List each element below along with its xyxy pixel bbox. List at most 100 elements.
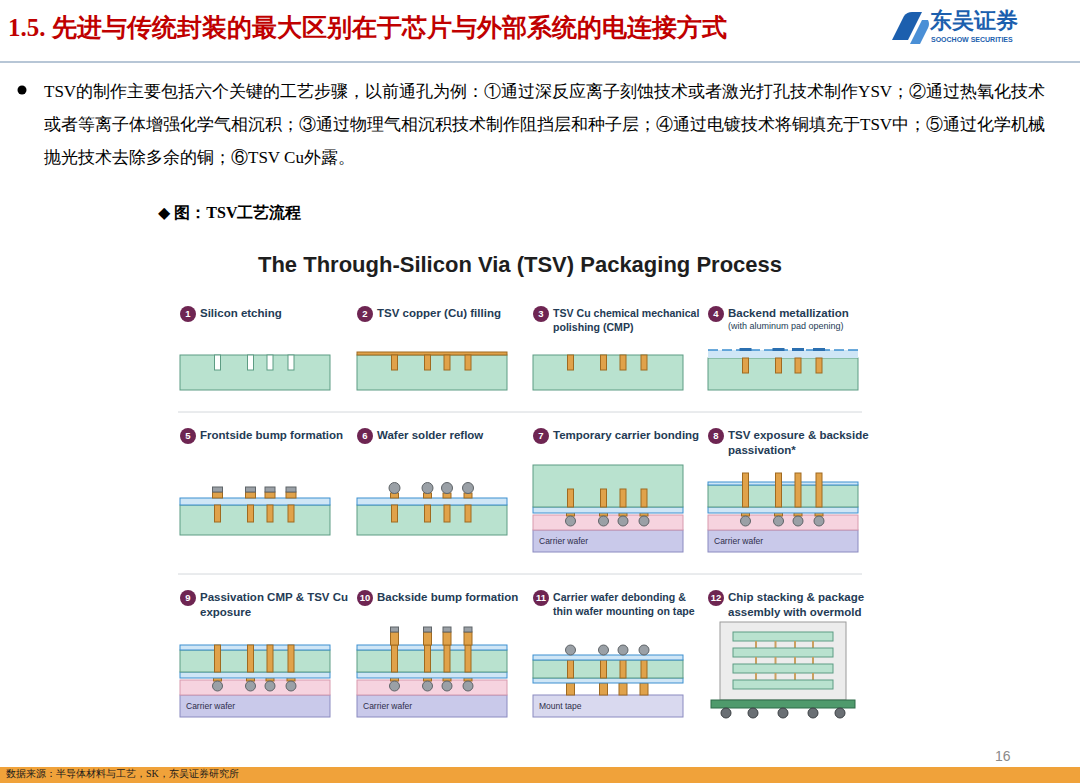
solder-ball	[639, 516, 649, 526]
backside-bump	[619, 683, 627, 695]
step-name: Passivation CMP & TSV Cu exposure	[200, 590, 352, 620]
tsv-via	[465, 355, 471, 370]
die-interconnect	[812, 641, 814, 648]
backside-bump	[640, 683, 648, 695]
logo-stroke	[910, 20, 929, 44]
tsv-via	[465, 505, 471, 522]
die-interconnect	[755, 641, 757, 648]
bullet-dot	[18, 86, 27, 95]
backend-metal-layer	[533, 655, 683, 660]
bump-pillar	[213, 492, 223, 498]
callout-number: 9	[180, 592, 196, 603]
backside-bump	[391, 632, 399, 645]
step-name: Wafer solder reflow	[377, 428, 529, 443]
step-name: Temporary carrier bonding	[553, 428, 705, 443]
solder-cap	[246, 487, 256, 492]
process-step-art	[533, 645, 683, 717]
solder-ball	[265, 681, 275, 691]
tsv-via	[641, 489, 647, 507]
tsv-via	[425, 645, 431, 672]
solder-ball	[639, 645, 649, 655]
tsv-via	[215, 645, 221, 672]
tsv-via	[743, 358, 749, 373]
callout-circle	[180, 590, 196, 606]
solder-cap	[213, 487, 223, 492]
callout-circle	[533, 428, 549, 444]
tsv-via	[620, 660, 626, 678]
tsv-via	[776, 358, 782, 373]
logo-icon	[892, 12, 929, 44]
logo-subtext: SOOCHOW SECURITIES	[931, 36, 1071, 44]
callout-circle	[708, 428, 724, 444]
die-interconnect	[755, 673, 757, 680]
header-rule	[0, 61, 1080, 63]
tsv-via	[288, 505, 294, 522]
process-step-art	[533, 465, 683, 552]
callout-number: 4	[708, 308, 724, 319]
slide-title: 1.5. 先进与传统封装的最大区别在于芯片与外部系统的电连接方式	[8, 13, 878, 43]
tsv-via	[288, 645, 294, 672]
solder-ball	[814, 516, 824, 526]
tsv-via	[215, 505, 221, 522]
die-interconnect	[794, 641, 796, 648]
tsv-via	[267, 355, 273, 370]
thinned-silicon	[180, 650, 330, 672]
die-interconnect	[812, 657, 814, 664]
solder-cap	[464, 627, 472, 632]
solder-ball	[442, 681, 452, 691]
step-name: Chip stacking & package assembly with ov…	[728, 590, 886, 620]
figure-heading: The Through-Silicon Via (TSV) Packaging …	[180, 252, 860, 278]
step-name: TSV exposure & backside passivation*	[728, 428, 886, 458]
row-separator	[178, 412, 862, 413]
stacked-die	[733, 664, 833, 673]
callout-number: 1	[180, 308, 196, 319]
process-step-art	[180, 487, 330, 535]
callout-number: 3	[533, 308, 549, 319]
callout-number: 10	[357, 592, 373, 603]
tsv-via	[444, 505, 450, 522]
step-name: TSV copper (Cu) filling	[377, 306, 529, 321]
tsv-illustrations	[180, 348, 858, 718]
solder-ball	[422, 483, 433, 494]
backend-metal-layer	[180, 498, 330, 505]
callout-number: 6	[357, 430, 373, 441]
callout-circle	[357, 590, 373, 606]
backend-metal-layer	[708, 350, 858, 358]
process-step-art	[708, 348, 858, 390]
solder-ball	[599, 516, 609, 526]
callout-circle	[533, 590, 549, 606]
step-name: Backend metallization	[728, 306, 886, 321]
process-step-art	[357, 352, 507, 390]
bonding-adhesive	[180, 680, 330, 695]
bullet-text: TSV的制作主要包括六个关键的工艺步骤，以前通孔为例：①通过深反应离子刻蚀技术或…	[44, 75, 1049, 174]
callout-number: 5	[180, 430, 196, 441]
solder-ball	[618, 516, 628, 526]
tsv-via	[392, 505, 398, 522]
process-step-art	[533, 355, 683, 390]
tsv-via	[248, 505, 254, 522]
silicon-wafer	[357, 505, 507, 535]
front-passivation	[180, 672, 330, 678]
backside-passivation	[533, 678, 683, 683]
solder-ball	[389, 483, 400, 494]
silicon-wafer	[708, 358, 858, 390]
process-step-art	[180, 645, 330, 717]
stacked-die	[733, 632, 833, 641]
callout-circle	[357, 428, 373, 444]
die-interconnect	[755, 657, 757, 664]
process-step-art	[711, 622, 855, 718]
die-interconnect	[775, 673, 777, 680]
overmold	[720, 622, 846, 700]
tsv-via	[641, 660, 647, 678]
die-interconnect	[794, 657, 796, 664]
figure-caption: ◆ 图：TSV工艺流程	[158, 203, 558, 222]
bonding-adhesive	[357, 680, 507, 695]
logo-text: 东吴证券	[930, 8, 1070, 34]
carrier-wafer	[180, 695, 330, 717]
backside-bump	[424, 632, 432, 645]
solder-cap	[265, 487, 275, 492]
tsv-via	[601, 489, 607, 507]
callout-circle	[357, 306, 373, 322]
solder-ball	[748, 708, 758, 718]
callout-circle	[180, 306, 196, 322]
